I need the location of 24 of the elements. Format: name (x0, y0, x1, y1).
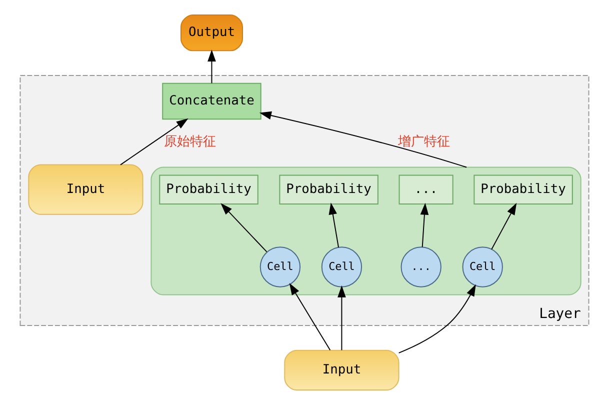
node-box: Input (28, 164, 144, 214)
arrow (120, 118, 188, 165)
arrow (420, 202, 429, 247)
arrow (220, 202, 268, 252)
node-circle: Cell (462, 246, 503, 287)
arrow (328, 202, 340, 248)
node-circle: ... (400, 246, 442, 287)
arrow (208, 49, 216, 84)
edge-label: 原始特征 (164, 134, 216, 149)
node-box: Input (284, 349, 400, 390)
node-box: Probability (159, 174, 258, 204)
node-box: ... (398, 174, 454, 204)
edge-label: 增广特征 (398, 134, 450, 149)
node-circle: Cell (321, 246, 362, 287)
node-circle: Cell (260, 246, 301, 287)
arrow (398, 284, 476, 353)
node-box: Probability (474, 174, 573, 204)
node-box: Concatenate (162, 82, 262, 120)
arrow (259, 110, 468, 168)
node-box: Output (180, 14, 243, 51)
arrow (491, 202, 517, 250)
arrow (289, 282, 331, 350)
arrow (338, 284, 346, 350)
node-box: Probability (279, 174, 378, 204)
